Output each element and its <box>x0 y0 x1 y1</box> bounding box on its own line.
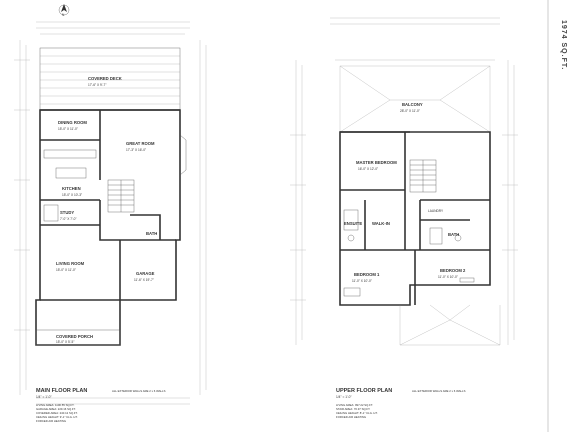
svg-text:15'-0" X 10'-3": 15'-0" X 10'-3" <box>62 193 82 197</box>
svg-text:1/4" = 1'-0": 1/4" = 1'-0" <box>36 395 52 399</box>
main-stairs <box>107 179 135 213</box>
main-floor-plan: N <box>14 4 207 423</box>
upper-floor-plan: BALCONY 28'-0" X 11'-0" MASTER BEDROOM 1… <box>290 17 518 419</box>
svg-text:ENSUITE: ENSUITE <box>344 221 362 226</box>
svg-text:STUDY: STUDY <box>60 210 74 215</box>
upper-room-labels: BALCONY 28'-0" X 11'-0" MASTER BEDROOM 1… <box>344 102 466 283</box>
svg-text:15'-0" X 11'-0": 15'-0" X 11'-0" <box>56 268 76 272</box>
svg-text:CEILING HEIGHT: 9'-1" CLG. HT.: CEILING HEIGHT: 9'-1" CLG. HT. <box>36 415 78 419</box>
side-title: 1974 SQ.FT. <box>560 20 567 70</box>
svg-text:COVERED PORCH: COVERED PORCH <box>56 334 93 339</box>
main-room-labels: COVERED DECK 17'-6" X 9'-7" DINING ROOM … <box>56 76 157 344</box>
upper-title-block: UPPER FLOOR PLAN 1/4" = 1'-0" ALL EXTERI… <box>336 388 466 419</box>
svg-text:KITCHEN: KITCHEN <box>62 186 81 191</box>
porch-roof <box>399 304 501 346</box>
kitchen-island <box>55 167 87 179</box>
svg-text:BATH: BATH <box>448 232 459 237</box>
upper-stairs <box>409 159 437 193</box>
svg-text:15'-0" X 5'-5": 15'-0" X 5'-5" <box>56 340 74 344</box>
svg-text:GREAT ROOM: GREAT ROOM <box>126 141 155 146</box>
svg-text:28'-0" X 11'-0": 28'-0" X 11'-0" <box>400 109 420 113</box>
svg-text:WALK-IN: WALK-IN <box>372 221 390 226</box>
upper-walls <box>339 131 491 306</box>
svg-text:LAUNDRY: LAUNDRY <box>428 209 444 213</box>
main-plan-title: MAIN FLOOR PLAN <box>36 388 87 394</box>
svg-text:FORCED AIR HEATING: FORCED AIR HEATING <box>336 415 366 419</box>
upper-dimension-lines <box>290 17 518 345</box>
svg-text:LIVING AREA: 1100.55 SQ.FT.: LIVING AREA: 1100.55 SQ.FT. <box>36 403 75 407</box>
svg-text:BALCONY: BALCONY <box>402 102 423 107</box>
svg-text:17'-3" X 16'-0": 17'-3" X 16'-0" <box>126 148 146 152</box>
main-walls <box>35 47 187 346</box>
svg-text:1/4" = 1'-0": 1/4" = 1'-0" <box>336 395 352 399</box>
svg-text:11'-0" X 10'-0": 11'-0" X 10'-0" <box>352 279 372 283</box>
svg-text:ALL EXTERIOR WALLS ARE 2 x 6 W: ALL EXTERIOR WALLS ARE 2 x 6 WALLS <box>412 389 466 393</box>
svg-text:CEILING HEIGHT: 8'-1" CLG. HT.: CEILING HEIGHT: 8'-1" CLG. HT. <box>336 411 378 415</box>
svg-text:LIVING ROOM: LIVING ROOM <box>56 261 85 266</box>
svg-text:DINING ROOM: DINING ROOM <box>58 120 87 125</box>
upper-plan-title: UPPER FLOOR PLAN <box>336 388 392 394</box>
side-title-strip: 1974 SQ.FT. <box>547 0 567 432</box>
svg-text:GARAGE AREA: 229.16 SQ.FT.: GARAGE AREA: 229.16 SQ.FT. <box>36 407 76 411</box>
balcony-roof <box>339 65 491 133</box>
kitchen-counter <box>43 149 97 159</box>
north-arrow-icon: N <box>58 4 70 17</box>
svg-text:STAIR AREA: 70.37 SQ.FT.: STAIR AREA: 70.37 SQ.FT. <box>336 407 371 411</box>
svg-text:MASTER BEDROOM: MASTER BEDROOM <box>356 160 397 165</box>
svg-text:BEDROOM 1: BEDROOM 1 <box>354 272 380 277</box>
svg-text:GARAGE: GARAGE <box>136 271 155 276</box>
svg-text:FORCED AIR HEATING: FORCED AIR HEATING <box>36 419 66 423</box>
svg-text:15'-0" X 11'-0": 15'-0" X 11'-0" <box>58 127 78 131</box>
main-dimension-lines <box>14 21 207 405</box>
svg-text:BEDROOM 2: BEDROOM 2 <box>440 268 466 273</box>
svg-text:17'-6" X 9'-7": 17'-6" X 9'-7" <box>88 83 106 87</box>
svg-text:7'-0" X 7'-0": 7'-0" X 7'-0" <box>60 217 77 221</box>
north-label: N <box>62 13 65 17</box>
room-label: COVERED DECK <box>88 76 122 81</box>
svg-text:11'-0" X 10'-0": 11'-0" X 10'-0" <box>438 275 458 279</box>
svg-text:COVERED AREA: 240.12 SQ.FT.: COVERED AREA: 240.12 SQ.FT. <box>36 411 78 415</box>
svg-text:BATH: BATH <box>146 231 157 236</box>
svg-text:16'-0" X 12'-0": 16'-0" X 12'-0" <box>358 167 378 171</box>
main-title-block: MAIN FLOOR PLAN 1/4" = 1'-0" ALL EXTERIO… <box>36 388 166 423</box>
svg-text:11'-6" X 19'-7": 11'-6" X 19'-7" <box>134 278 154 282</box>
svg-text:ALL EXTERIOR WALLS ARE 2 x 6 W: ALL EXTERIOR WALLS ARE 2 x 6 WALLS <box>112 389 166 393</box>
svg-text:LIVING AREA: 997.22 SQ.FT.: LIVING AREA: 997.22 SQ.FT. <box>336 403 373 407</box>
